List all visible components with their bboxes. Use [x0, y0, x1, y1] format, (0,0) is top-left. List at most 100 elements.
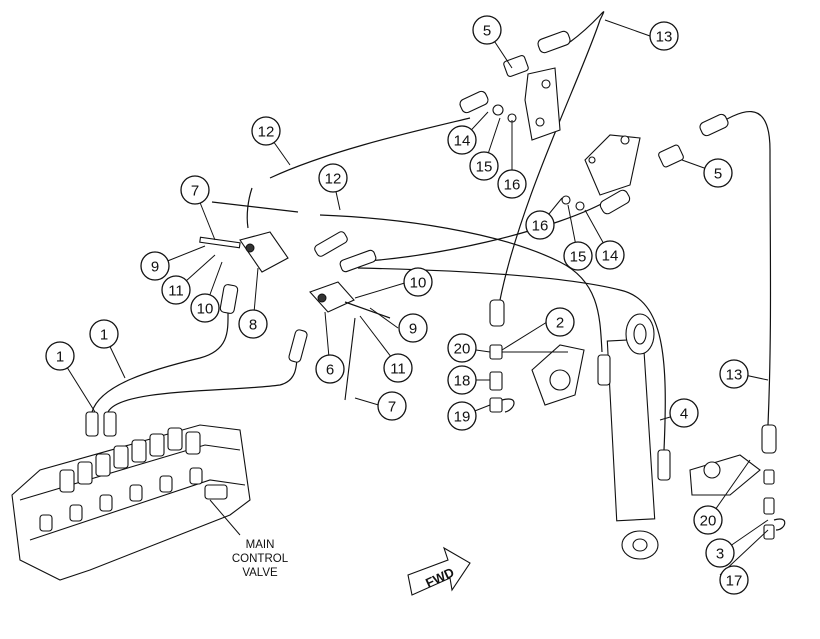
callout-circle [525, 210, 555, 240]
callout-c5a: 5 [472, 15, 502, 45]
callout-number: 6 [326, 362, 334, 379]
callout-number: 14 [602, 248, 619, 265]
callout-c18: 18 [447, 365, 477, 395]
callout-number: 10 [197, 301, 214, 318]
main-valve-label: MAIN CONTROL VALVE [232, 539, 289, 579]
callout-circle [180, 175, 210, 205]
callout-c12b: 12 [318, 163, 348, 193]
callout-number: 15 [570, 249, 587, 266]
callout-circle [497, 169, 527, 199]
callout-number: 13 [656, 29, 673, 46]
callout-c14a: 14 [447, 125, 477, 155]
callout-c9a: 9 [140, 251, 170, 281]
cylinder[interactable] [597, 313, 671, 560]
valve-spools [39, 427, 228, 532]
callout-c7a: 7 [180, 175, 210, 205]
callout-number: 5 [714, 166, 722, 183]
callout-c6: 6 [315, 354, 345, 384]
callout-number: 5 [483, 23, 491, 40]
callout-circle [472, 15, 502, 45]
callout-c1b: 1 [89, 319, 119, 349]
callout-c2: 2 [545, 307, 575, 337]
callout-number: 14 [454, 133, 471, 150]
hose-1-left [91, 309, 229, 413]
callout-c16a: 16 [497, 169, 527, 199]
callout-circle [315, 354, 345, 384]
callout-circle [595, 240, 625, 270]
callout-c11a: 11 [161, 275, 191, 305]
callout-circle [238, 309, 268, 339]
callout-c7b: 7 [377, 391, 407, 421]
hose-lines [91, 11, 772, 451]
callout-circle [447, 365, 477, 395]
callout-number: 8 [249, 317, 257, 334]
callout-circle [447, 125, 477, 155]
callout-c4: 4 [669, 398, 699, 428]
callout-circle [705, 538, 735, 568]
callout-c10b: 10 [403, 267, 433, 297]
callout-c16b: 16 [525, 210, 555, 240]
hose-13-right [711, 111, 772, 426]
callout-c10a: 10 [190, 293, 220, 323]
valve-block-left[interactable] [199, 201, 299, 314]
callout-number: 17 [726, 573, 743, 590]
callout-circle [45, 341, 75, 371]
callout-circle [545, 307, 575, 337]
right-bracket-assembly[interactable] [561, 113, 730, 216]
callout-c13b: 13 [719, 359, 749, 389]
callout-circle [403, 267, 433, 297]
center-fitting-stack[interactable] [489, 299, 585, 413]
hose-12-upper [269, 117, 471, 179]
callout-c9b: 9 [398, 313, 428, 343]
main-valve-label-line-3: VALVE [242, 567, 278, 579]
callout-number: 16 [504, 177, 521, 194]
callout-c11b: 11 [383, 353, 413, 383]
callout-number: 15 [476, 159, 493, 176]
callout-number: 1 [100, 327, 108, 344]
callout-number: 2 [556, 315, 564, 332]
right-fitting-stack[interactable] [689, 424, 786, 540]
callout-circle [140, 251, 170, 281]
callout-c14b: 14 [595, 240, 625, 270]
callout-number: 16 [532, 218, 549, 235]
leader-main-valve [209, 499, 241, 536]
valve-block-center[interactable] [288, 230, 391, 401]
callout-number: 11 [168, 283, 184, 300]
callout-circle [89, 319, 119, 349]
callout-number: 9 [151, 259, 159, 276]
callout-number: 10 [410, 275, 427, 292]
callout-number: 7 [191, 183, 199, 200]
callout-c15b: 15 [563, 241, 593, 271]
callout-circle [563, 241, 593, 271]
callout-circle [377, 391, 407, 421]
hose-12-mid [319, 214, 603, 353]
callout-number: 11 [390, 361, 406, 378]
callout-number: 20 [700, 513, 717, 530]
top-bracket-assembly[interactable] [458, 30, 571, 141]
callout-number: 9 [409, 321, 417, 338]
callout-number: 7 [388, 399, 396, 416]
callout-circle [469, 151, 499, 181]
callout-c3: 3 [705, 538, 735, 568]
callout-circle [398, 313, 428, 343]
hose-2 [357, 267, 666, 451]
callout-circle [649, 21, 679, 51]
main-control-valve[interactable] [11, 411, 251, 581]
callout-c17: 17 [719, 565, 749, 595]
callout-circle [318, 163, 348, 193]
callout-number: 20 [454, 341, 471, 358]
hose-1-right [107, 344, 299, 413]
callout-c20a: 20 [447, 333, 477, 363]
callout-circle [669, 398, 699, 428]
callout-c8: 8 [238, 309, 268, 339]
callout-circle [703, 158, 733, 188]
hose-13-left [499, 11, 605, 301]
callout-circle [190, 293, 220, 323]
callout-number: 4 [680, 406, 688, 423]
callout-circle [251, 116, 281, 146]
callout-c15a: 15 [469, 151, 499, 181]
fwd-arrow: FWD [407, 546, 471, 596]
callout-circle [383, 353, 413, 383]
callout-number: 13 [726, 367, 743, 384]
